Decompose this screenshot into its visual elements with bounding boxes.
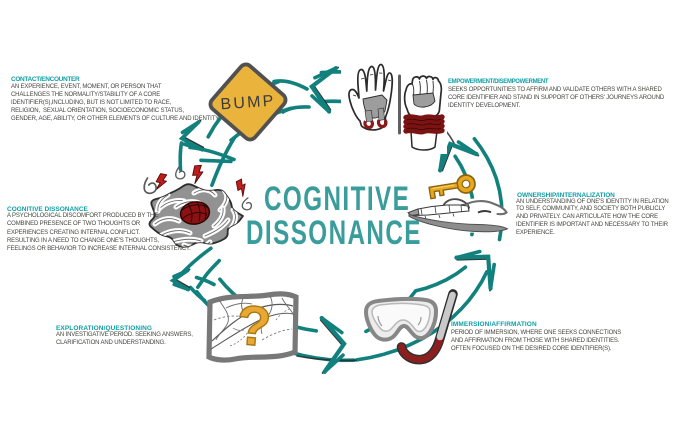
svg-text:BUMP: BUMP bbox=[220, 93, 276, 114]
svg-text:?: ? bbox=[234, 293, 274, 359]
